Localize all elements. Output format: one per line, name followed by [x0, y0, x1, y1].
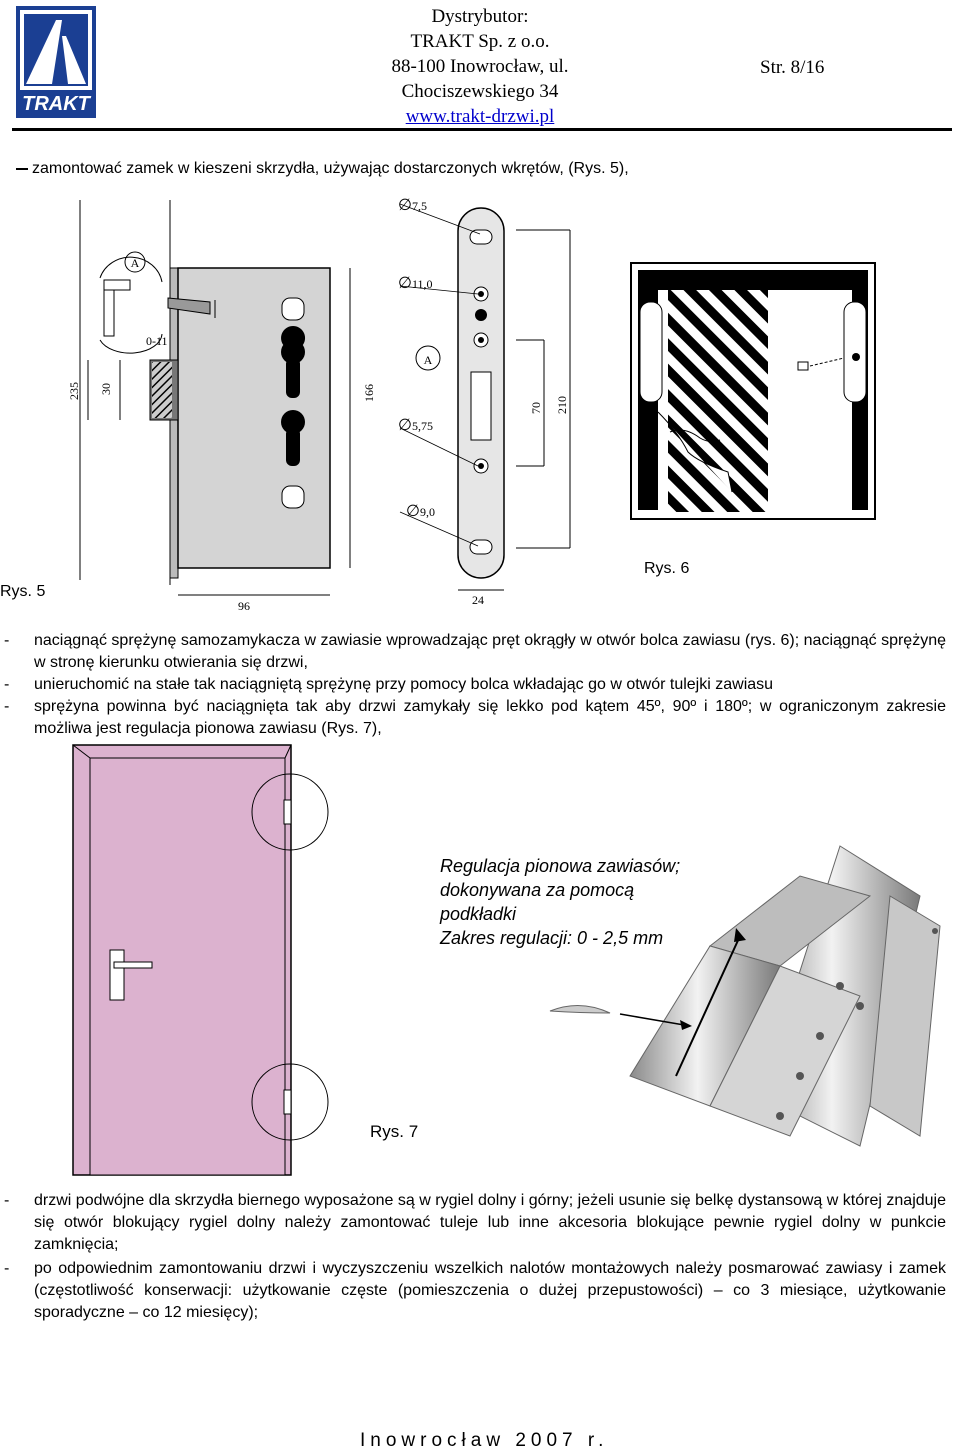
page-number: Str. 8/16	[760, 57, 825, 78]
footer-text: Inowrocław 2007 r.	[360, 1430, 609, 1451]
lock-body	[177, 267, 331, 569]
bullet-b1: -drzwi podwójne dla skrzydła biernego wy…	[4, 1192, 946, 1253]
hinge-3d-drawing	[549, 845, 941, 1147]
dim-70: 70	[529, 402, 543, 414]
dim-30: 30	[99, 383, 113, 395]
lock-drawing: A 0-11 235 30 166 96 ∅7,5 ∅11,0 A ∅5,75 …	[67, 197, 571, 613]
company-name: TRAKT Sp. z o.o.	[410, 31, 550, 52]
hinge-upper-circle	[251, 773, 329, 851]
hinge-caption: Regulacja pionowa zawiasów; dokonywana z…	[440, 856, 681, 948]
dim-d4: ∅9,0	[406, 503, 435, 520]
instructions-list-b: -drzwi podwójne dla skrzydła biernego wy…	[4, 1190, 946, 1324]
caption-rys5: Rys. 5	[0, 583, 46, 600]
address-line-2: Chociszewskiego 34	[401, 81, 559, 102]
website-link[interactable]: www.trakt-drzwi.pl	[405, 106, 555, 127]
dim-d2: ∅11,0	[398, 275, 433, 292]
bullet-a3: -sprężyna powinna być naciągnięta tak ab…	[4, 698, 946, 737]
distributor-block: Dystrybutor: TRAKT Sp. z o.o. 88-100 Ino…	[330, 4, 630, 129]
dim-24: 24	[472, 593, 484, 607]
bullet-a2: -unieruchomić na stałe tak naciągniętą s…	[4, 676, 774, 693]
bullet-a1: -naciągnąć sprężynę samozamykacza w zawi…	[4, 632, 946, 671]
door-handle-plate	[109, 949, 125, 1001]
caption-rys7: Rys. 7	[370, 1122, 419, 1141]
caption-rys6: Rys. 6	[644, 560, 690, 577]
dim-166: 166	[362, 384, 376, 402]
door-drawing	[72, 744, 329, 1176]
address-line-1: 88-100 Inowrocław, ul.	[391, 56, 569, 77]
header-rule	[12, 128, 952, 131]
dim-d1: ∅7,5	[398, 197, 427, 214]
instructions-list-a: -naciągnąć sprężynę samozamykacza w zawi…	[4, 630, 946, 740]
detail-a2-label: A	[424, 353, 433, 367]
intro-dash	[16, 167, 28, 170]
distributor-label: Dystrybutor:	[431, 6, 529, 27]
intro-line: zamontować zamek w kieszeni skrzydła, uż…	[16, 158, 946, 180]
detail-a-label: A	[131, 256, 140, 270]
bullet-b2: -po odpowiednim zamontowaniu drzwi i wyc…	[4, 1260, 946, 1321]
trakt-logo: TRAKT	[16, 6, 96, 118]
dim-96: 96	[238, 599, 250, 613]
hinge-tension-drawing	[630, 262, 876, 520]
dim-235: 235	[67, 382, 81, 400]
dim-d3: ∅5,75	[398, 417, 433, 434]
hinge-lower-circle	[251, 1063, 329, 1141]
dim-range: 0-11	[146, 334, 168, 348]
dim-210: 210	[555, 396, 569, 414]
logo-text: TRAKT	[22, 93, 92, 115]
